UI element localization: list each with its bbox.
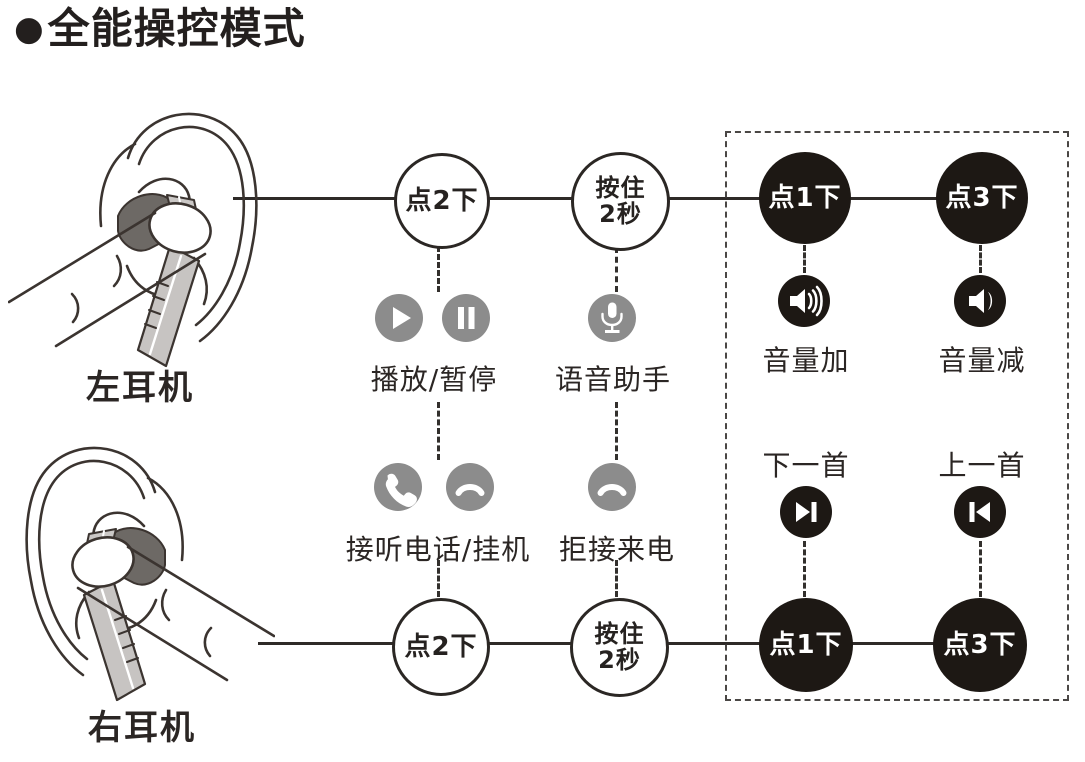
gesture-hold-right: 按住 2秒 [570, 598, 669, 697]
microphone-icon [587, 293, 637, 343]
gesture-single-tap-right-text: 点1下 [769, 629, 843, 660]
gesture-double-tap-left: 点2下 [394, 153, 490, 249]
play-icon [374, 293, 424, 343]
phone-reject-icon [587, 462, 637, 512]
gesture-triple-tap-left-text: 点3下 [945, 182, 1019, 213]
dash-tap1-to-volup [803, 245, 806, 273]
page-title: ● 全能操控模式 [14, 8, 306, 50]
pause-icon [441, 293, 491, 343]
answer-hangup-label: 接听电话/挂机 [345, 533, 531, 566]
gesture-hold-right-line1: 按住 [594, 619, 645, 648]
page-title-text: 全能操控模式 [47, 4, 306, 53]
next-track-label: 下一首 [762, 449, 850, 482]
gesture-hold-right-line2: 2秒 [598, 645, 641, 674]
volume-down-label: 音量减 [938, 344, 1026, 377]
volume-up-label: 音量加 [762, 344, 850, 377]
dash-hold-to-mic [615, 247, 618, 292]
gesture-double-tap-right: 点2下 [392, 598, 490, 696]
gesture-double-tap-right-text: 点2下 [404, 631, 478, 662]
reject-call-label: 拒接来电 [558, 533, 676, 566]
bullet-icon: ● [14, 9, 44, 49]
phone-answer-icon [373, 462, 423, 512]
right-earbud-illustration [25, 446, 275, 702]
previous-track-icon [953, 485, 1007, 539]
gesture-hold-left: 按住 2秒 [571, 152, 670, 251]
tap-actions-group-box [725, 131, 1069, 701]
dash-tap3-to-voldown [979, 245, 982, 273]
phone-hangup-icon [445, 462, 495, 512]
gesture-single-tap-left: 点1下 [759, 152, 851, 244]
gesture-single-tap-left-text: 点1下 [768, 182, 842, 213]
gesture-triple-tap-left: 点3下 [936, 152, 1028, 244]
dash-tap2-to-playpause [437, 246, 440, 292]
dash-mic-to-reject [615, 402, 618, 460]
dash-next-to-tap1 [803, 541, 806, 597]
next-track-icon [779, 485, 833, 539]
dash-reject-to-hold [615, 560, 618, 597]
voice-assistant-label: 语音助手 [554, 363, 672, 396]
gesture-hold-left-line2: 2秒 [599, 199, 642, 228]
gesture-triple-tap-right: 点3下 [933, 598, 1027, 692]
dash-phone-to-tap2 [437, 560, 440, 597]
previous-track-label: 上一首 [938, 449, 1026, 482]
gesture-single-tap-right: 点1下 [759, 598, 853, 692]
play-pause-label: 播放/暂停 [370, 363, 498, 396]
volume-down-icon [953, 274, 1007, 328]
volume-up-icon [777, 274, 831, 328]
gesture-double-tap-left-text: 点2下 [405, 185, 479, 216]
gesture-hold-left-line1: 按住 [595, 173, 646, 202]
left-earbud-label: 左耳机 [86, 368, 194, 408]
gesture-triple-tap-right-text: 点3下 [943, 629, 1017, 660]
dash-playpause-to-phone [437, 402, 440, 460]
right-earbud-label: 右耳机 [88, 708, 196, 748]
dash-prev-to-tap3 [979, 541, 982, 597]
